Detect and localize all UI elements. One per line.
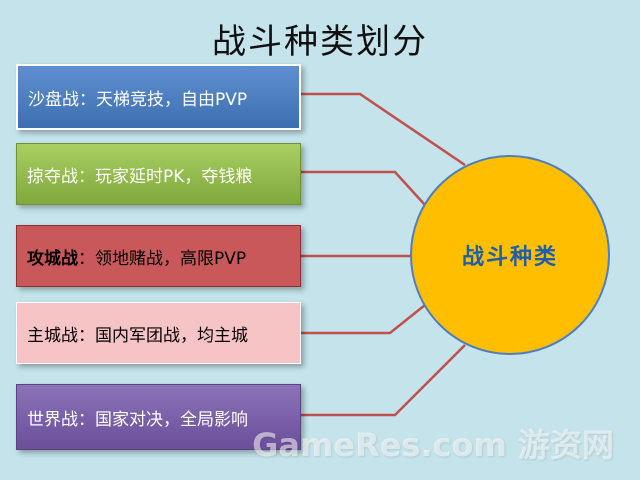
- connector-1: [301, 92, 466, 167]
- category-desc: ：国家对决，全局影响: [78, 409, 248, 430]
- category-desc: ：国内军团战，均主城: [78, 325, 248, 346]
- category-desc: ：领地赌战，高限PVP: [78, 248, 247, 269]
- category-box-main-city: 主城战：国内军团战，均主城: [16, 302, 301, 364]
- watermark: GameRes.com 游资网: [252, 426, 614, 464]
- category-name: 世界战: [27, 409, 78, 430]
- category-box-world: 世界战：国家对决，全局影响: [16, 384, 301, 450]
- category-name: 攻城战: [27, 248, 78, 269]
- center-label: 战斗种类: [461, 245, 558, 270]
- category-box-sandbox: 沙盘战：天梯竞技，自由PVP: [16, 64, 301, 130]
- category-desc: ：天梯竞技，自由PVP: [79, 89, 248, 110]
- category-box-plunder: 掠夺战：玩家延时PK，夺钱粮: [16, 143, 301, 205]
- category-name: 沙盘战: [28, 89, 79, 110]
- connector-4: [301, 304, 426, 335]
- category-name: 掠夺战: [27, 166, 78, 187]
- category-box-siege: 攻城战：领地赌战，高限PVP: [16, 225, 301, 287]
- category-name: 主城战: [27, 325, 78, 346]
- diagram-title: 战斗种类划分: [212, 22, 428, 62]
- category-desc: ：玩家延时PK，夺钱粮: [78, 166, 253, 187]
- connector-2: [301, 170, 426, 206]
- center-circle: 战斗种类: [410, 155, 610, 355]
- connector-5: [301, 344, 466, 417]
